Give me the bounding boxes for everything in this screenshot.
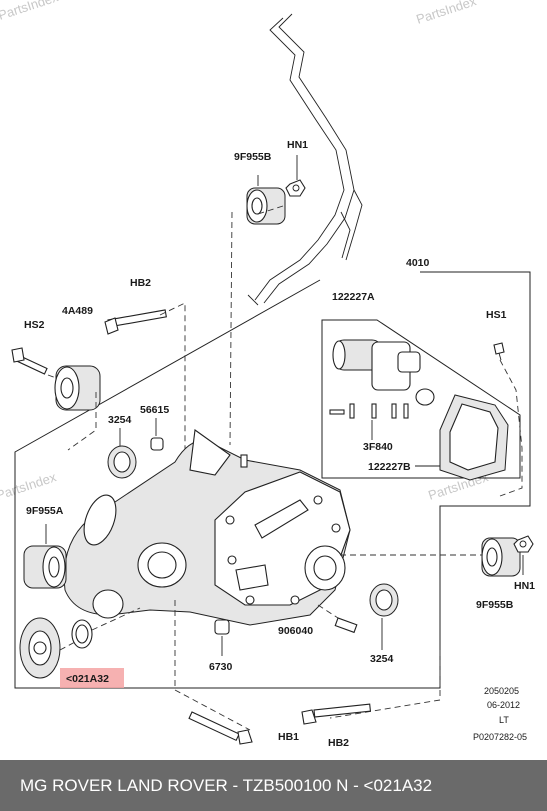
bush-9F955A xyxy=(23,545,67,589)
guide-line xyxy=(499,359,523,497)
label-9F955A: 9F955A xyxy=(26,505,64,517)
watermark: PartsIndex xyxy=(414,0,478,27)
seal-3254-right xyxy=(369,583,399,617)
solenoid-actuator-122227A xyxy=(332,339,435,406)
bolt-HB2-bottom xyxy=(301,703,372,725)
label-HB2-left: HB2 xyxy=(130,277,151,289)
label-3F840: 3F840 xyxy=(363,441,393,453)
cover-122227B xyxy=(439,394,509,481)
label-HB1: HB1 xyxy=(278,731,299,743)
bolt-HS2 xyxy=(11,347,48,375)
bolt-HB1 xyxy=(188,711,253,745)
label-HN1-top: HN1 xyxy=(287,139,308,151)
label-122227A: 122227A xyxy=(332,291,375,303)
info-code: 2050205 xyxy=(484,686,519,696)
label-HB2-bottom: HB2 xyxy=(328,737,349,749)
info-lt: LT xyxy=(499,715,509,725)
label-906040: 906040 xyxy=(278,625,313,637)
label-56615: 56615 xyxy=(140,404,169,416)
info-ref: P0207282-05 xyxy=(473,732,527,742)
label-3254-right: 3254 xyxy=(370,653,394,665)
label-9F955B-top: 9F955B xyxy=(234,151,272,163)
label-021A32: <021A32 xyxy=(66,673,109,685)
bolt-HB2-left xyxy=(104,309,167,335)
label-6730: 6730 xyxy=(209,661,233,673)
solenoid-subassembly-outline xyxy=(321,319,521,479)
flange-021A32 xyxy=(19,617,61,679)
guide-line xyxy=(59,641,76,651)
bolts-3F840 xyxy=(329,403,409,419)
bolt-HS1 xyxy=(493,342,505,361)
label-9F955B-right: 9F955B xyxy=(476,599,514,611)
plug-6730 xyxy=(214,619,230,635)
label-HN1-right: HN1 xyxy=(514,580,535,592)
bush-4A489 xyxy=(54,365,101,411)
nut-HN1-right xyxy=(513,535,534,553)
bush-9F955B-right xyxy=(481,537,521,577)
footer-bar: MG ROVER LAND ROVER - TZB500100 N - <021… xyxy=(0,760,547,811)
guide-line xyxy=(317,604,339,619)
label-HS1: HS1 xyxy=(486,309,507,321)
stud-bolt-top xyxy=(240,454,248,468)
guide-line xyxy=(67,392,97,451)
guide-line xyxy=(257,205,284,215)
differential-housing xyxy=(63,429,351,626)
info-date: 06-2012 xyxy=(487,700,520,710)
label-HS2: HS2 xyxy=(24,319,45,331)
label-4A489: 4A489 xyxy=(62,305,93,317)
nut-HN1-top xyxy=(285,179,306,197)
watermark: PartsIndex xyxy=(0,469,59,503)
label-4010: 4010 xyxy=(406,257,430,269)
bush-9F955B-top xyxy=(246,187,286,225)
sensor-906040 xyxy=(334,617,358,634)
guide-line xyxy=(159,302,186,460)
highlight-021A32 xyxy=(60,668,124,688)
exploded-parts-diagram: PartsIndex PartsIndex PartsIndex PartsIn… xyxy=(0,0,535,749)
guide-line xyxy=(174,600,251,731)
footer-text: MG ROVER LAND ROVER - TZB500100 N - <021… xyxy=(20,775,433,795)
label-122227B: 122227B xyxy=(368,461,411,473)
guide-line xyxy=(91,607,141,631)
guide-line xyxy=(229,211,233,446)
plug-56615 xyxy=(150,437,164,451)
seal-3254-left xyxy=(107,445,137,479)
seal-021A32 xyxy=(71,619,93,649)
breather-pipe xyxy=(247,13,363,306)
watermark: PartsIndex xyxy=(0,0,61,23)
label-3254-left: 3254 xyxy=(108,414,132,426)
assembly-outline xyxy=(14,271,531,689)
